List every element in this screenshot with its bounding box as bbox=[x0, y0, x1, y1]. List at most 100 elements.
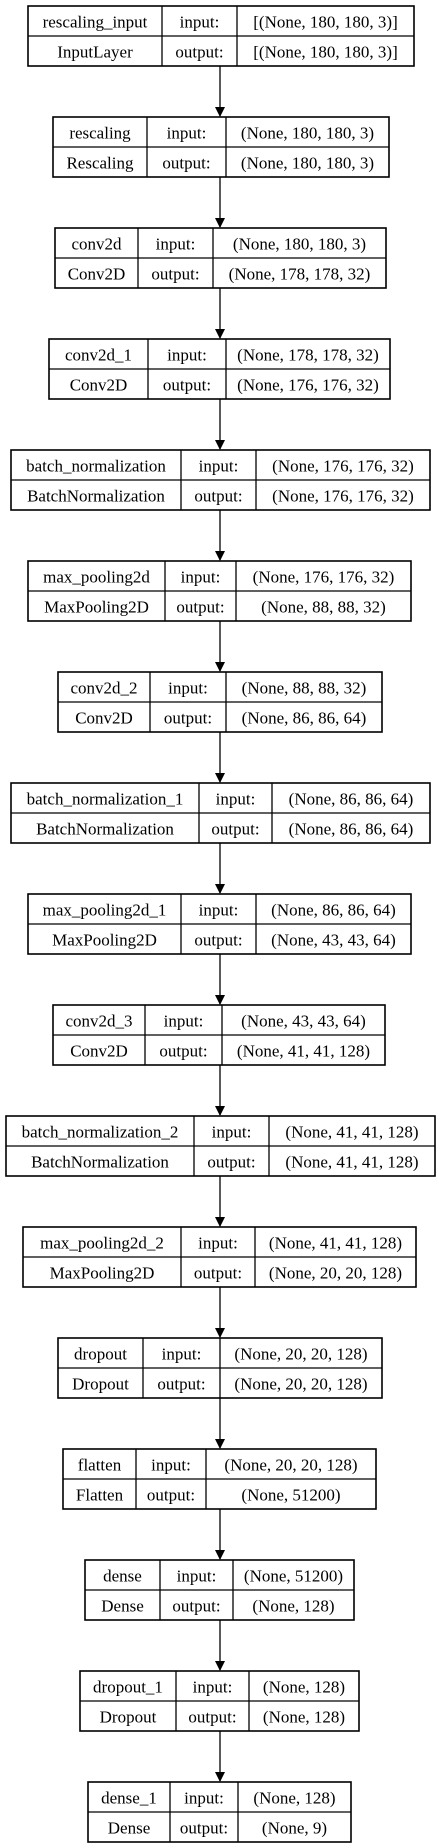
input-label: input: bbox=[193, 1678, 233, 1697]
layer-name: max_pooling2d bbox=[43, 568, 150, 587]
layer-type: BatchNormalization bbox=[31, 1153, 169, 1172]
input-shape: (None, 86, 86, 64) bbox=[289, 790, 414, 809]
layer-type: BatchNormalization bbox=[36, 820, 174, 839]
output-label: output: bbox=[151, 265, 199, 284]
input-label: input: bbox=[216, 790, 256, 809]
layer-type: Conv2D bbox=[75, 709, 133, 728]
output-label: output: bbox=[194, 1264, 242, 1283]
output-label: output: bbox=[163, 376, 211, 395]
input-label: input: bbox=[184, 1789, 224, 1808]
layer-name: batch_normalization_1 bbox=[27, 790, 184, 809]
output-shape: (None, 178, 178, 32) bbox=[229, 265, 371, 284]
layer-name: conv2d_2 bbox=[70, 679, 137, 698]
layer-type: Dense bbox=[108, 1819, 150, 1838]
layer-name: max_pooling2d_1 bbox=[43, 901, 167, 920]
input-shape: (None, 43, 43, 64) bbox=[241, 1012, 366, 1031]
output-label: output: bbox=[207, 1153, 255, 1172]
input-label: input: bbox=[212, 1123, 252, 1142]
output-shape: (None, 180, 180, 3) bbox=[241, 154, 374, 173]
input-shape: (None, 180, 180, 3) bbox=[241, 124, 374, 143]
input-label: input: bbox=[181, 568, 221, 587]
output-shape: (None, 41, 41, 128) bbox=[285, 1153, 418, 1172]
output-shape: [(None, 180, 180, 3)] bbox=[253, 43, 397, 62]
output-label: output: bbox=[162, 154, 210, 173]
output-shape: (None, 41, 41, 128) bbox=[237, 1042, 370, 1061]
input-label: input: bbox=[167, 124, 207, 143]
output-label: output: bbox=[159, 1042, 207, 1061]
output-shape: (None, 176, 176, 32) bbox=[237, 376, 379, 395]
layer-type: InputLayer bbox=[57, 43, 133, 62]
input-label: input: bbox=[180, 13, 220, 32]
output-shape: (None, 86, 86, 64) bbox=[289, 820, 414, 839]
layer-type: Dropout bbox=[100, 1708, 157, 1727]
layer-name: dropout_1 bbox=[93, 1678, 163, 1697]
input-shape: (None, 51200) bbox=[244, 1567, 343, 1586]
input-shape: (None, 128) bbox=[263, 1678, 345, 1697]
input-label: input: bbox=[199, 457, 239, 476]
output-label: output: bbox=[176, 598, 224, 617]
input-label: input: bbox=[167, 346, 207, 365]
output-label: output: bbox=[164, 709, 212, 728]
layer-type: MaxPooling2D bbox=[50, 1264, 155, 1283]
input-shape: (None, 180, 180, 3) bbox=[233, 235, 366, 254]
input-shape: (None, 88, 88, 32) bbox=[242, 679, 367, 698]
input-shape: (None, 128) bbox=[253, 1789, 335, 1808]
input-label: input: bbox=[151, 1456, 191, 1475]
output-label: output: bbox=[188, 1708, 236, 1727]
layer-name: rescaling bbox=[69, 124, 131, 143]
output-label: output: bbox=[157, 1375, 205, 1394]
layer-type: MaxPooling2D bbox=[44, 598, 149, 617]
output-shape: (None, 128) bbox=[252, 1597, 334, 1616]
input-shape: (None, 41, 41, 128) bbox=[285, 1123, 418, 1142]
input-label: input: bbox=[162, 1345, 202, 1364]
input-label: input: bbox=[177, 1567, 217, 1586]
input-shape: [(None, 180, 180, 3)] bbox=[253, 13, 397, 32]
input-shape: (None, 41, 41, 128) bbox=[269, 1234, 402, 1253]
output-shape: (None, 20, 20, 128) bbox=[234, 1375, 367, 1394]
layer-name: conv2d bbox=[71, 235, 122, 254]
layer-type: Dense bbox=[101, 1597, 143, 1616]
output-shape: (None, 9) bbox=[262, 1819, 327, 1838]
output-label: output: bbox=[147, 1486, 195, 1505]
layer-name: flatten bbox=[78, 1456, 122, 1475]
layer-name: dense_1 bbox=[101, 1789, 157, 1808]
output-shape: (None, 51200) bbox=[241, 1486, 340, 1505]
layer-type: Flatten bbox=[76, 1486, 124, 1505]
output-shape: (None, 88, 88, 32) bbox=[261, 598, 386, 617]
input-label: input: bbox=[198, 1234, 238, 1253]
output-label: output: bbox=[180, 1819, 228, 1838]
layer-name: conv2d_3 bbox=[65, 1012, 132, 1031]
output-shape: (None, 20, 20, 128) bbox=[269, 1264, 402, 1283]
output-shape: (None, 86, 86, 64) bbox=[242, 709, 367, 728]
layer-node: rescaling_inputInputLayerinput:output:[(… bbox=[27, 5, 415, 67]
layer-node: batch_normalization_2BatchNormalizationi… bbox=[5, 1115, 436, 1177]
input-shape: (None, 86, 86, 64) bbox=[271, 901, 396, 920]
layer-name: max_pooling2d_2 bbox=[40, 1234, 164, 1253]
input-label: input: bbox=[168, 679, 208, 698]
layer-name: dropout bbox=[74, 1345, 127, 1364]
output-label: output: bbox=[172, 1597, 220, 1616]
output-shape: (None, 128) bbox=[263, 1708, 345, 1727]
input-shape: (None, 178, 178, 32) bbox=[237, 346, 379, 365]
output-label: output: bbox=[194, 931, 242, 950]
layer-name: batch_normalization bbox=[26, 457, 166, 476]
layer-type: MaxPooling2D bbox=[52, 931, 157, 950]
layer-type: Rescaling bbox=[66, 154, 134, 173]
output-shape: (None, 43, 43, 64) bbox=[271, 931, 396, 950]
layer-type: BatchNormalization bbox=[27, 487, 165, 506]
layer-name: rescaling_input bbox=[43, 13, 148, 32]
input-shape: (None, 20, 20, 128) bbox=[224, 1456, 357, 1475]
output-label: output: bbox=[211, 820, 259, 839]
